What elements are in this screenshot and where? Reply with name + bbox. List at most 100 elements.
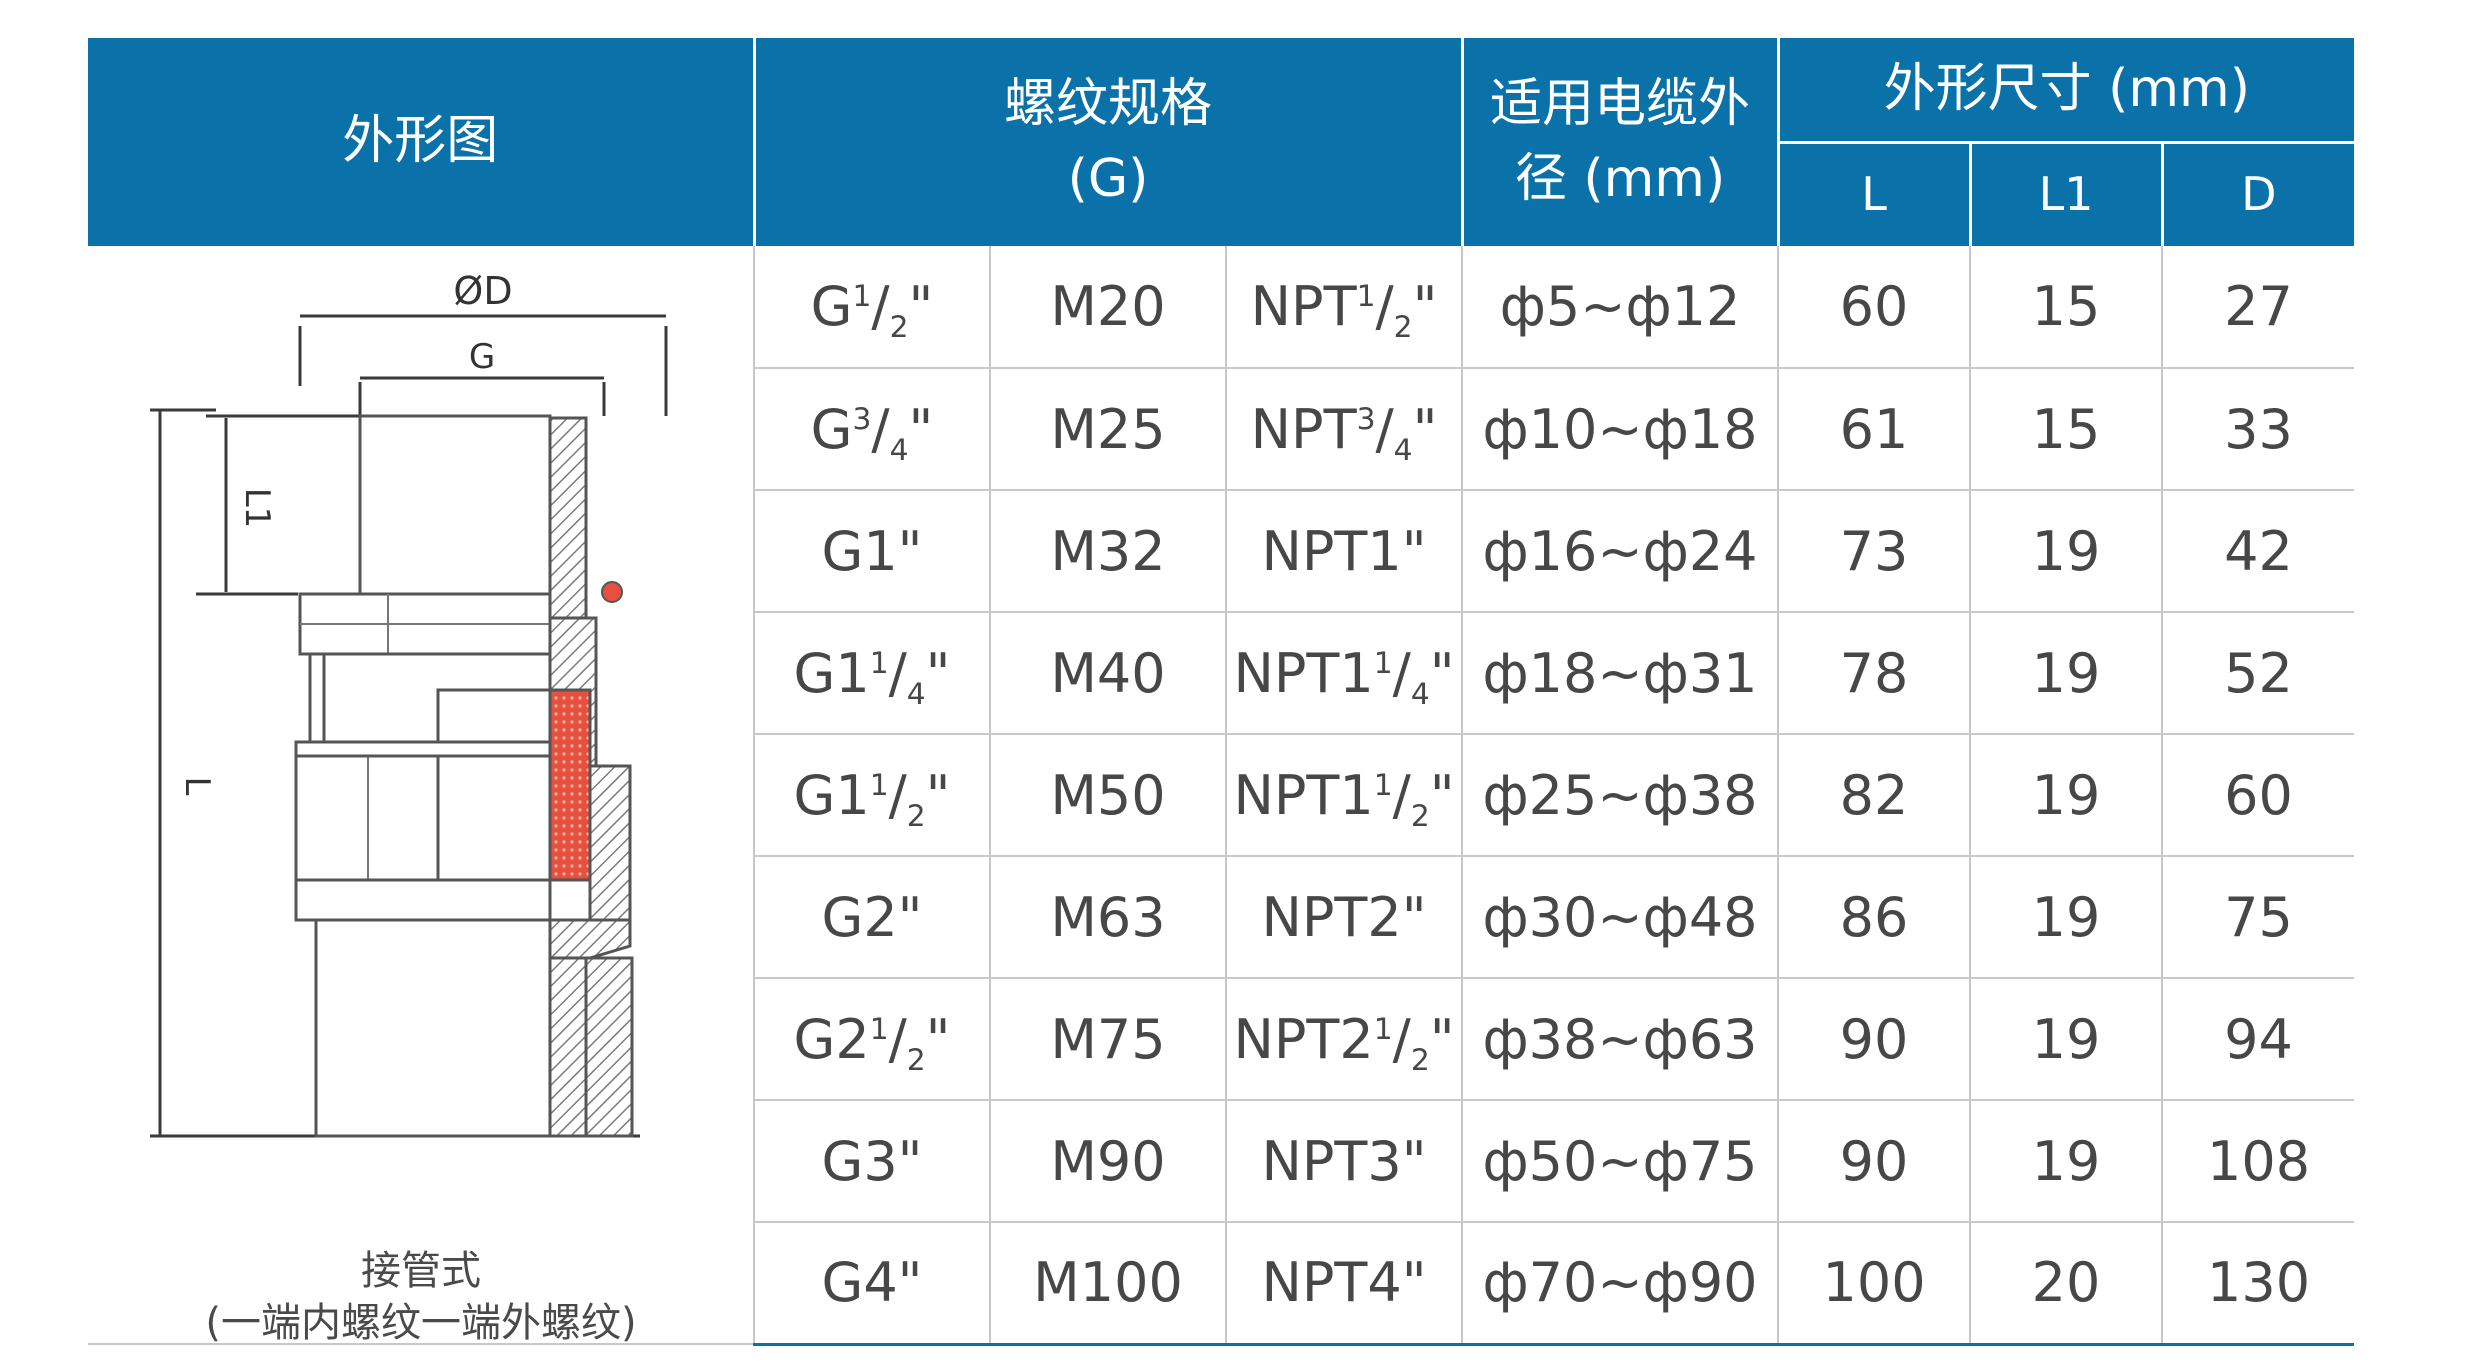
- cell-D: 108: [2161, 1100, 2355, 1223]
- cell-L1: 19: [1969, 856, 2163, 979]
- cell-D: 130: [2161, 1222, 2355, 1346]
- cell-D: 42: [2161, 490, 2355, 613]
- cell-L: 73: [1777, 490, 1971, 613]
- cell-cable: ф30~ф48: [1461, 856, 1779, 979]
- cell-m: M25: [989, 368, 1226, 491]
- cell-g: G21/2": [753, 978, 990, 1101]
- header-dim-D: D: [2160, 140, 2355, 246]
- cell-g: G2": [753, 856, 990, 979]
- header-dim-L1: L1: [1968, 140, 2163, 246]
- header-drawing: 外形图: [88, 38, 754, 246]
- g-base: G4": [821, 1251, 923, 1315]
- header-dim-L: L: [1776, 140, 1971, 246]
- g-base: G1: [793, 641, 870, 705]
- npt-inch-mark: ": [1412, 275, 1438, 338]
- cell-g: G1/2": [753, 246, 990, 369]
- label-l: L: [177, 777, 217, 796]
- fitting-drawing: ØD G L1 L: [150, 269, 668, 1138]
- cell-L: 90: [1777, 978, 1971, 1101]
- npt-fraction-denominator: 4: [1410, 676, 1430, 712]
- cell-m: M40: [989, 612, 1226, 735]
- cell-g: G3": [753, 1100, 990, 1223]
- npt-fraction-numerator: 1: [1373, 1011, 1393, 1047]
- cell-m: M90: [989, 1100, 1226, 1223]
- npt-fraction-slash: /: [1375, 397, 1394, 461]
- cell-L1: 15: [1969, 368, 2163, 491]
- cell-L1: 19: [1969, 734, 2163, 857]
- cell-L1: 19: [1969, 490, 2163, 613]
- g-base: G3": [821, 1129, 923, 1193]
- npt-inch-mark: ": [1429, 763, 1455, 827]
- g-inch-mark: ": [925, 641, 951, 705]
- cell-cable: ф50~ф75: [1461, 1100, 1779, 1223]
- npt-fraction-numerator: 1: [1356, 279, 1376, 314]
- g-fraction-denominator: 4: [889, 432, 909, 468]
- g-fraction-slash: /: [888, 641, 907, 705]
- cell-npt: NPT11/2": [1224, 734, 1463, 857]
- header-cable-od: 适用电缆外 径 (mm): [1460, 38, 1779, 246]
- g-inch-mark: ": [925, 763, 951, 827]
- g-inch-mark: ": [925, 1007, 951, 1071]
- cell-g: G1": [753, 490, 990, 613]
- npt-base: NPT3": [1261, 1129, 1427, 1193]
- cell-npt: NPT3": [1224, 1100, 1463, 1223]
- cell-L1: 19: [1969, 612, 2163, 735]
- cell-D: 52: [2161, 612, 2355, 735]
- spec-table: 外形图 螺纹规格 (G) 适用电缆外 径 (mm) 外形尺寸 (mm) L L1…: [88, 38, 2355, 1346]
- npt-base: NPT4": [1261, 1251, 1427, 1315]
- header-dimensions: 外形尺寸 (mm): [1776, 38, 2355, 142]
- cell-g: G11/2": [753, 734, 990, 857]
- g-fraction-slash: /: [888, 763, 907, 827]
- cell-npt: NPT2": [1224, 856, 1463, 979]
- cell-npt: NPT4": [1224, 1222, 1463, 1346]
- cell-cable: ф38~ф63: [1461, 978, 1779, 1101]
- label-l1: L1: [237, 488, 277, 529]
- cell-D: 33: [2161, 368, 2355, 491]
- g-base: G1: [793, 763, 870, 827]
- caption-description: (一端内螺纹一端外螺纹): [205, 1300, 637, 1346]
- g-fraction-slash: /: [871, 275, 890, 338]
- header-cable-od-line1: 适用电缆外: [1490, 73, 1751, 134]
- cell-D: 75: [2161, 856, 2355, 979]
- cell-D: 94: [2161, 978, 2355, 1101]
- g-base: G2: [793, 1007, 870, 1071]
- g-fraction-slash: /: [871, 397, 890, 461]
- npt-base: NPT2: [1233, 1007, 1374, 1071]
- cell-npt: NPT21/2": [1224, 978, 1463, 1101]
- cell-L: 90: [1777, 1100, 1971, 1223]
- cell-g: G3/4": [753, 368, 990, 491]
- cell-g: G11/4": [753, 612, 990, 735]
- npt-fraction-denominator: 4: [1393, 432, 1413, 468]
- npt-fraction-numerator: 1: [1373, 767, 1393, 803]
- cell-L: 100: [1777, 1222, 1971, 1346]
- cell-cable: ф16~ф24: [1461, 490, 1779, 613]
- cell-L: 78: [1777, 612, 1971, 735]
- g-fraction-numerator: 1: [869, 1011, 889, 1047]
- g-inch-mark: ": [908, 397, 934, 461]
- g-base: G: [810, 397, 853, 461]
- g-fraction-numerator: 1: [869, 645, 889, 681]
- caption-type: 接管式: [361, 1248, 481, 1294]
- cell-L: 60: [1777, 246, 1971, 369]
- npt-base: NPT1": [1261, 519, 1427, 583]
- cell-L: 82: [1777, 734, 1971, 857]
- g-inch-mark: ": [908, 275, 934, 338]
- cell-npt: NPT3/4": [1224, 368, 1463, 491]
- npt-fraction-denominator: 2: [1393, 309, 1413, 345]
- npt-fraction-denominator: 2: [1410, 798, 1430, 834]
- cell-m: M63: [989, 856, 1226, 979]
- cell-L: 61: [1777, 368, 1971, 491]
- cell-cable: ф10~ф18: [1461, 368, 1779, 491]
- g-base: G: [810, 275, 853, 338]
- label-g: G: [469, 337, 495, 377]
- cell-L1: 19: [1969, 1100, 2163, 1223]
- cell-L: 86: [1777, 856, 1971, 979]
